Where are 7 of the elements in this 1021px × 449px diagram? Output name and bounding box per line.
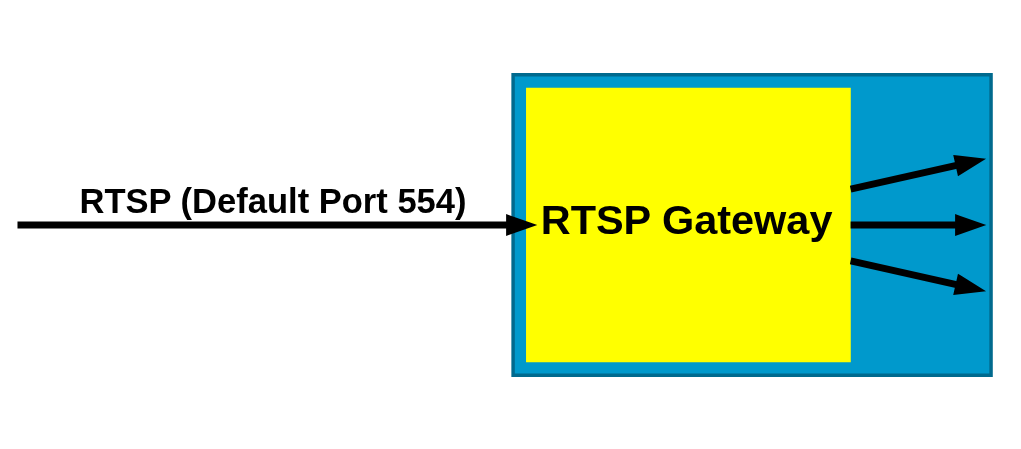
edge-label: RTSP (Default Port 554) [79,181,467,220]
arrow [17,213,538,236]
arrow [850,213,987,236]
node-box: RTSP Gateway [526,87,851,362]
arrow [849,154,987,192]
cluster [511,72,993,377]
arrow [849,257,987,295]
